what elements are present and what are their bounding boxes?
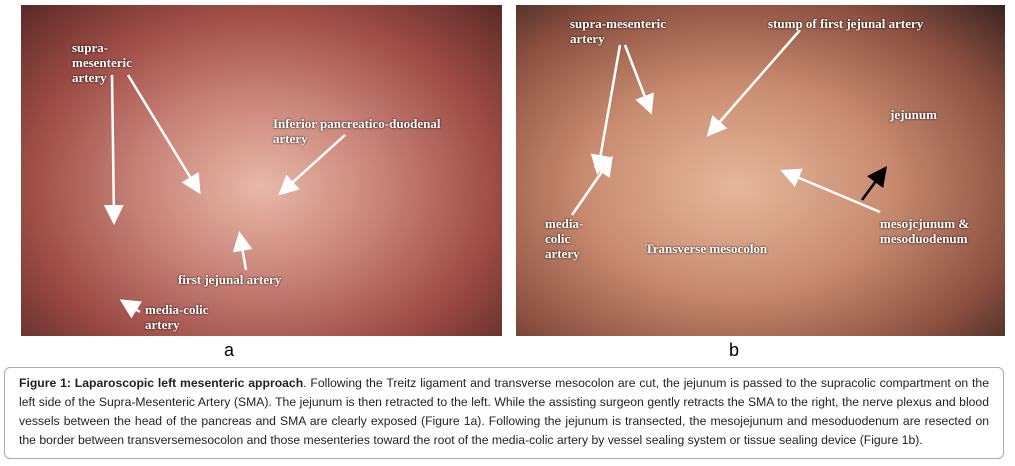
caption-label: Figure 1: Laparoscopic left mesenteric a… [19,376,304,390]
label-b-tm: Transverse mesocolon [645,241,768,256]
label-a-mca: media-colic artery [145,302,209,332]
caption-text: . Following the Treitz ligament and tran… [19,376,989,447]
figure-caption: Figure 1: Laparoscopic left mesenteric a… [4,367,1004,459]
label-a-fja: first jejunal artery [178,272,282,287]
surgical-photo-a [21,5,502,336]
surgical-photo-b [516,5,1005,336]
label-b-meso: mesojcjunum & mesoduodenum [880,216,970,246]
panel-letter-a: a [224,340,235,360]
label-a-ipda: Inferior pancreatico-duodenal artery [273,116,441,146]
label-b-stump: stump of first jejunal artery [768,16,924,31]
label-a-sma: supra-mesenteric artery [72,40,132,85]
label-b-mca: media-colic artery [545,216,584,261]
label-b-sma: supra-mesenteric artery [570,16,667,46]
label-b-jejunum: jejunum [890,107,937,122]
panel-letter-b: b [729,340,740,360]
